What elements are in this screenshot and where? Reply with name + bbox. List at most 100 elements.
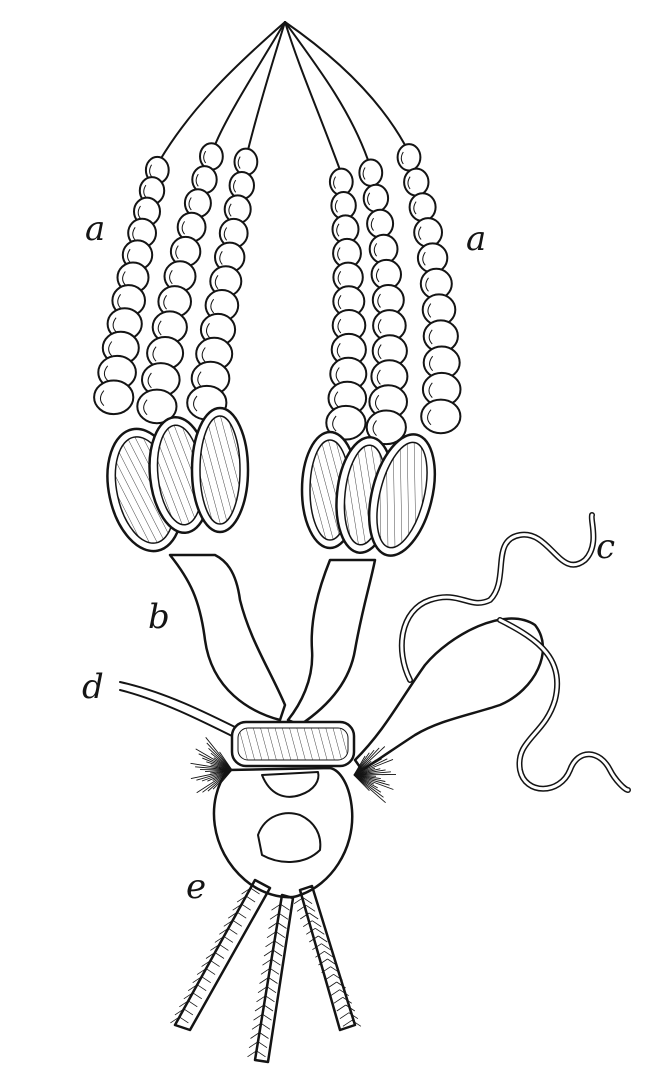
bead-shading — [418, 226, 422, 240]
bead-shading — [197, 371, 202, 387]
bead-shading — [377, 293, 381, 308]
bead-shading — [337, 271, 342, 285]
bead-shading — [112, 317, 117, 333]
seta — [348, 1012, 359, 1020]
bead-shading — [400, 151, 404, 165]
bead-shading — [195, 173, 199, 187]
bristle — [353, 774, 390, 786]
ovoid-vesicles-right — [300, 430, 436, 557]
bristle — [353, 747, 380, 776]
seta — [324, 973, 334, 981]
bristle — [195, 748, 233, 771]
bead-shading — [181, 221, 186, 235]
label-b: b — [148, 597, 170, 637]
seta — [205, 968, 216, 975]
bristle — [190, 769, 233, 780]
bead-shading — [152, 346, 157, 362]
seta — [187, 984, 198, 992]
label-a-right: a — [466, 219, 486, 259]
seta — [339, 1012, 350, 1020]
seta — [210, 944, 220, 951]
seta — [302, 897, 313, 905]
seta — [318, 958, 328, 966]
seta — [205, 952, 216, 959]
bristle — [190, 762, 233, 771]
seta — [251, 1022, 262, 1030]
seta — [256, 995, 266, 1003]
seta — [196, 968, 207, 975]
seta — [227, 911, 238, 919]
seta — [223, 919, 234, 927]
bristle-tufts — [190, 737, 397, 804]
seta — [260, 1022, 271, 1030]
seta — [196, 984, 207, 992]
bead-shading — [334, 199, 338, 213]
seta — [232, 903, 242, 911]
seta — [266, 986, 277, 994]
bead-shading — [428, 382, 433, 398]
bristle — [202, 769, 233, 793]
seta — [271, 903, 281, 911]
bead-shading — [427, 409, 432, 426]
seta — [263, 949, 274, 957]
seta — [305, 904, 316, 912]
bead-shading — [413, 201, 417, 215]
bead-shading — [143, 184, 147, 198]
seta — [339, 989, 349, 997]
coiled-tube — [398, 512, 631, 793]
apex-filaments — [159, 21, 406, 171]
seta — [311, 920, 322, 928]
seta — [278, 912, 289, 920]
bulb-body — [212, 766, 354, 899]
bead-shading — [233, 179, 237, 193]
seta — [179, 1000, 189, 1008]
bead-shading — [375, 268, 380, 283]
seta — [269, 912, 280, 920]
bristle — [219, 751, 233, 771]
tentacle-bead — [420, 398, 462, 435]
label-c: c — [596, 527, 615, 567]
stalk-left — [168, 553, 287, 722]
seta — [250, 1032, 260, 1039]
seta — [277, 922, 287, 929]
bead-shading — [103, 365, 109, 381]
bead-shading — [206, 322, 210, 338]
bead-shading — [201, 347, 206, 363]
seta — [327, 981, 337, 989]
seta — [271, 958, 281, 966]
bead-shading — [422, 251, 426, 266]
seta — [306, 927, 316, 935]
seta — [214, 952, 225, 959]
bead-shading — [188, 197, 192, 211]
club-sac — [353, 617, 545, 772]
seta — [308, 912, 319, 920]
bead-shading — [375, 394, 380, 411]
seta — [309, 935, 319, 943]
bead-shading — [147, 372, 152, 389]
seta — [257, 1041, 268, 1049]
seta — [232, 919, 243, 927]
bead-shading — [203, 150, 207, 164]
bead-shading — [157, 320, 162, 336]
bead-shading — [334, 391, 339, 407]
bead-shading — [122, 271, 126, 286]
label-d: d — [82, 667, 104, 707]
bead-shading — [193, 395, 198, 412]
bead-shading — [228, 203, 232, 217]
bead-shading — [362, 167, 366, 180]
bead-shading — [337, 247, 341, 261]
bead-shading — [175, 245, 179, 260]
seta — [275, 931, 286, 939]
stalk-right — [286, 558, 377, 727]
bead-shading — [210, 298, 215, 314]
bristle — [205, 737, 233, 771]
bead-shading — [237, 156, 241, 169]
bead-shading — [373, 243, 378, 257]
collar-ring — [230, 720, 356, 768]
seta — [253, 1013, 263, 1021]
bead-shading — [428, 329, 433, 345]
seta — [351, 1019, 362, 1027]
label-e: e — [186, 867, 206, 907]
bead-shading — [377, 344, 382, 360]
